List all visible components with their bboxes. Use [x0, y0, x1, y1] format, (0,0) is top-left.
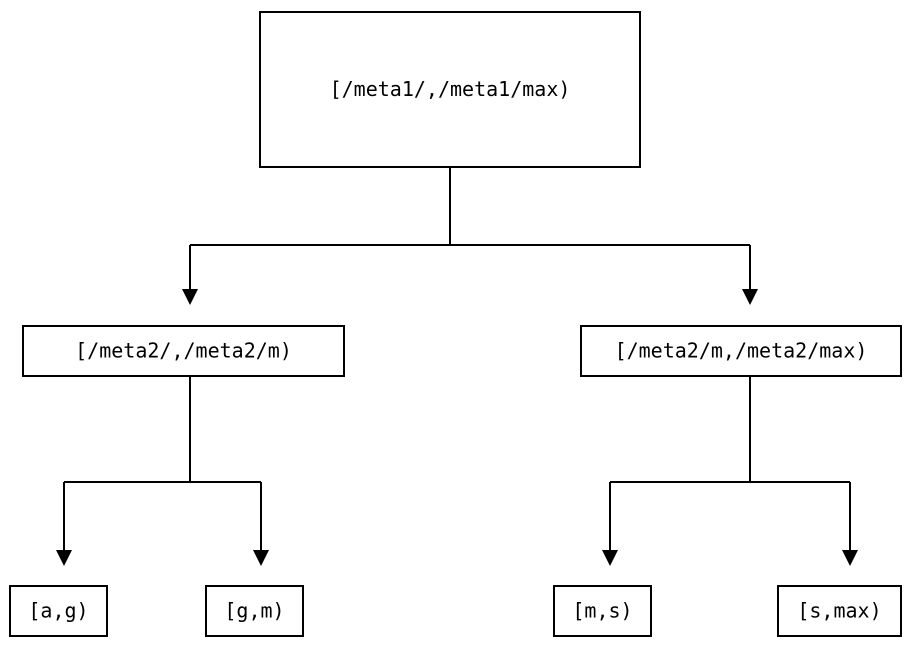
arrow-down-icon-to-mid-right: [742, 289, 758, 305]
node-leaf-4-box[interactable]: [777, 585, 902, 637]
arrow-down-icon-to-leaf-3: [602, 550, 618, 566]
arrow-down-icon-to-leaf-4: [842, 550, 858, 566]
node-leaf-3-box[interactable]: [553, 585, 652, 637]
node-leaf-1-box[interactable]: [9, 585, 108, 637]
arrowhead-group: [56, 289, 858, 566]
node-leaf-3-label: [m,s): [572, 599, 632, 623]
node-mid-right-label: [/meta2/m,/meta2/max): [615, 339, 868, 363]
node-mid-left-box[interactable]: [22, 325, 345, 377]
node-leaf-4[interactable]: [s,max): [777, 585, 902, 637]
node-leaf-1-label: [a,g): [28, 599, 88, 623]
node-mid-left-label: [/meta2/,/meta2/m): [75, 339, 292, 363]
arrow-down-icon-to-leaf-2: [253, 550, 269, 566]
node-mid-right[interactable]: [/meta2/m,/meta2/max): [580, 325, 902, 377]
connector-group: [63, 168, 851, 551]
node-root-box[interactable]: [259, 11, 641, 168]
node-leaf-1[interactable]: [a,g): [9, 585, 108, 637]
node-root-label: [/meta1/,/meta1/max): [330, 77, 571, 101]
node-leaf-2-box[interactable]: [205, 585, 304, 637]
node-leaf-3[interactable]: [m,s): [553, 585, 652, 637]
node-leaf-2[interactable]: [g,m): [205, 585, 304, 637]
arrow-down-icon-to-leaf-1: [56, 550, 72, 566]
node-leaf-4-label: [s,max): [797, 599, 881, 623]
arrow-down-icon-to-mid-left: [182, 289, 198, 305]
node-mid-left[interactable]: [/meta2/,/meta2/m): [22, 325, 345, 377]
node-leaf-2-label: [g,m): [224, 599, 284, 623]
node-mid-right-box[interactable]: [580, 325, 902, 377]
node-root[interactable]: [/meta1/,/meta1/max): [259, 11, 641, 168]
